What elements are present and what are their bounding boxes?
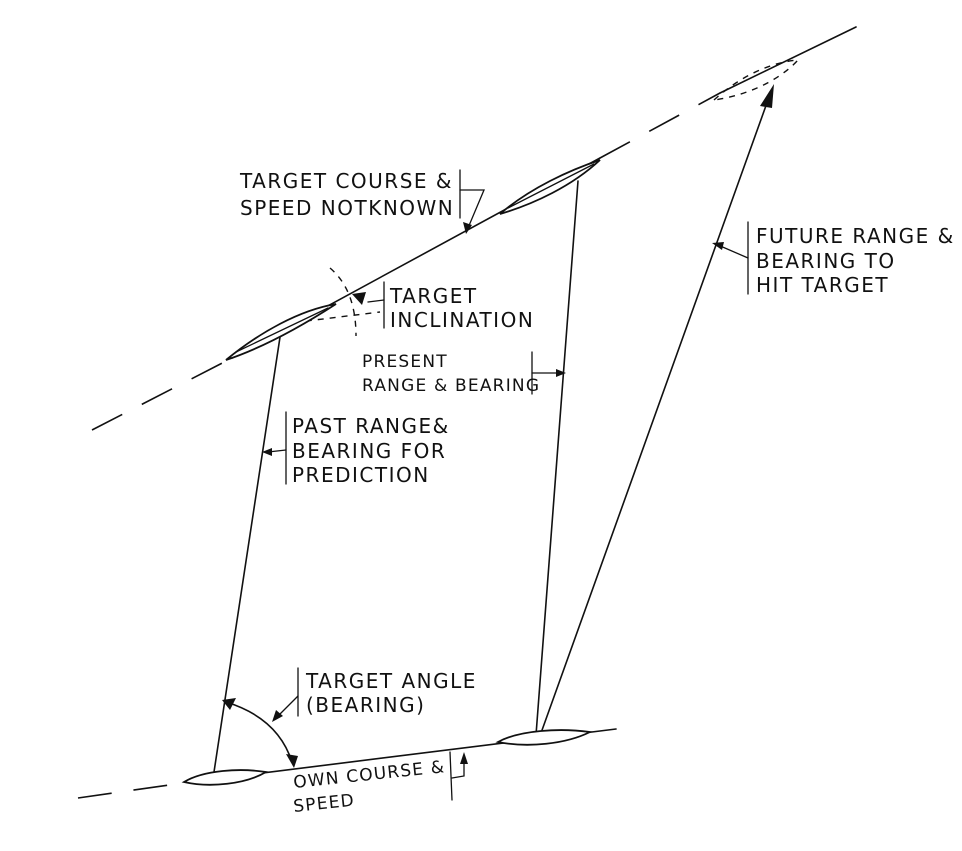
- target-future-position: [711, 59, 800, 101]
- present-range-callout: PRESENT RANGE & BEARING: [362, 351, 566, 396]
- target-present-position: [499, 159, 601, 215]
- target-angle-arc: [222, 698, 298, 768]
- angle-label-2: (BEARING): [306, 693, 425, 717]
- target-past-position: [225, 303, 337, 361]
- future-range-line: [540, 99, 769, 734]
- angle-label-1: TARGET ANGLE: [305, 669, 477, 693]
- own-label-1: OWN COURSE &: [292, 757, 446, 793]
- past-range-callout: PAST RANGE& BEARING FOR PREDICTION: [262, 411, 450, 487]
- future-label-3: HIT TARGET: [756, 273, 889, 297]
- own-course-callout: OWN COURSE & SPEED: [292, 751, 468, 817]
- present-label-1: PRESENT: [362, 352, 448, 372]
- present-range-line: [535, 180, 579, 736]
- inclination-label-2: INCLINATION: [390, 308, 534, 332]
- future-label-1: FUTURE RANGE &: [756, 224, 955, 248]
- target-course-label-1: TARGET COURSE &: [239, 169, 453, 193]
- inclination-label-1: TARGET: [389, 284, 478, 308]
- future-label-2: BEARING TO: [756, 249, 896, 273]
- target-inclination-callout: TARGET INCLINATION: [367, 281, 534, 332]
- own-ship-past-position: [181, 769, 269, 786]
- own-label-2: SPEED: [292, 791, 355, 817]
- present-label-2: RANGE & BEARING: [362, 376, 540, 396]
- future-range-callout: FUTURE RANGE & BEARING TO HIT TARGET: [712, 221, 955, 297]
- past-label-2: BEARING FOR: [292, 439, 446, 463]
- past-label-1: PAST RANGE&: [292, 414, 450, 438]
- past-label-3: PREDICTION: [292, 463, 430, 487]
- past-range-line: [213, 323, 283, 773]
- target-course-callout: TARGET COURSE & SPEED NOTKNOWN: [239, 169, 485, 234]
- target-course-line: [91, 26, 857, 431]
- target-angle-callout: TARGET ANGLE (BEARING): [272, 667, 477, 722]
- target-course-label-2: SPEED NOTKNOWN: [240, 196, 454, 220]
- own-ship-present-position: [495, 729, 594, 746]
- future-range-arrowhead: [760, 84, 774, 108]
